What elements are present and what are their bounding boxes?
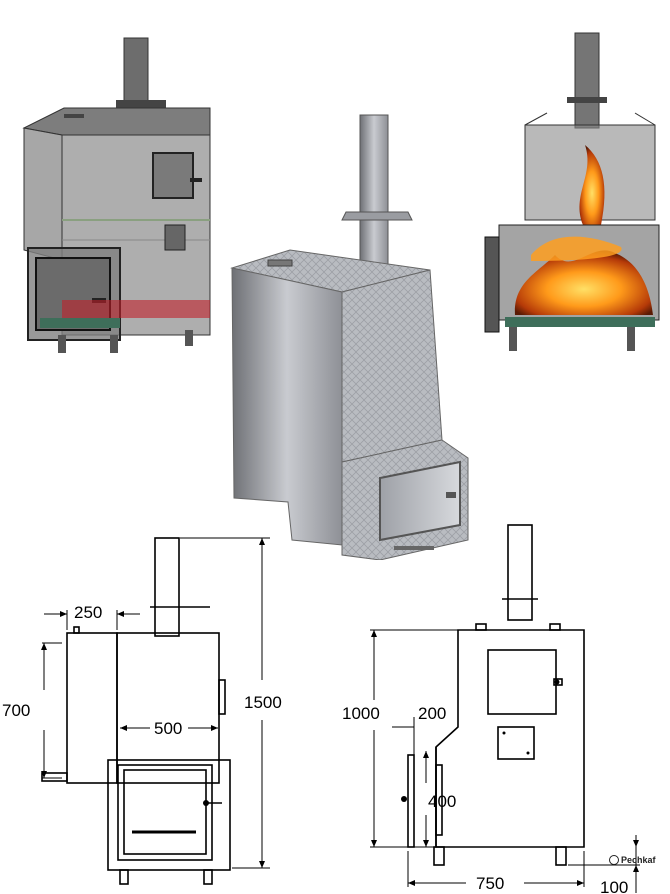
firebox-door-outline — [117, 764, 213, 861]
chimney-plate — [341, 211, 413, 221]
firebox-door-outline — [407, 754, 415, 848]
credit-watermark: Pechkaf — [609, 855, 657, 865]
top-face — [22, 107, 211, 136]
inner-vent — [164, 224, 186, 251]
flame-lower — [514, 250, 653, 315]
ash-tray — [40, 318, 120, 328]
firebox-outline — [107, 759, 231, 871]
dim-1500: 1500 — [244, 693, 282, 712]
chimney-collar — [116, 100, 166, 108]
upper-door — [152, 152, 194, 199]
lid-handle — [267, 259, 293, 267]
firebox-door — [379, 460, 461, 542]
stove-render-cutaway-left — [22, 37, 211, 353]
ash-handle — [394, 546, 434, 550]
chimney-outline — [154, 537, 180, 637]
vent-outline — [497, 726, 535, 760]
dim-500: 500 — [154, 719, 182, 738]
dim-400: 400 — [428, 792, 456, 811]
chimney-outline — [507, 524, 533, 621]
lid-handle — [64, 114, 84, 118]
dim-100: 100 — [600, 878, 628, 894]
upper-door-latch — [190, 178, 202, 182]
dim-750: 750 — [476, 874, 504, 893]
stove-render-cutaway-fire — [484, 32, 660, 351]
chimney-pipe — [574, 32, 600, 129]
firebox-handle — [446, 492, 456, 498]
chimney-pipe — [359, 114, 389, 281]
dim-1000: 1000 — [342, 704, 380, 723]
main-body — [341, 269, 443, 463]
flame-upper — [579, 145, 605, 225]
firebox-door — [484, 236, 500, 333]
side-tank — [231, 267, 343, 546]
hot-zone — [62, 300, 210, 318]
drawing-front-view: 250 700 500 1500 — [2, 537, 282, 885]
credit-text: Pechkaf — [621, 855, 657, 865]
dim-250: 250 — [74, 603, 102, 622]
drawing-side-view: 1000 200 400 750 100 — [342, 524, 640, 894]
dim-200: 200 — [418, 704, 446, 723]
stove-photo-center — [230, 114, 469, 560]
dim-700: 700 — [2, 701, 30, 720]
ash-tray — [505, 317, 655, 327]
upper-door-outline — [487, 649, 557, 715]
side-tank — [23, 127, 63, 261]
main-body-outline — [435, 629, 585, 848]
chimney-collar — [567, 97, 607, 103]
